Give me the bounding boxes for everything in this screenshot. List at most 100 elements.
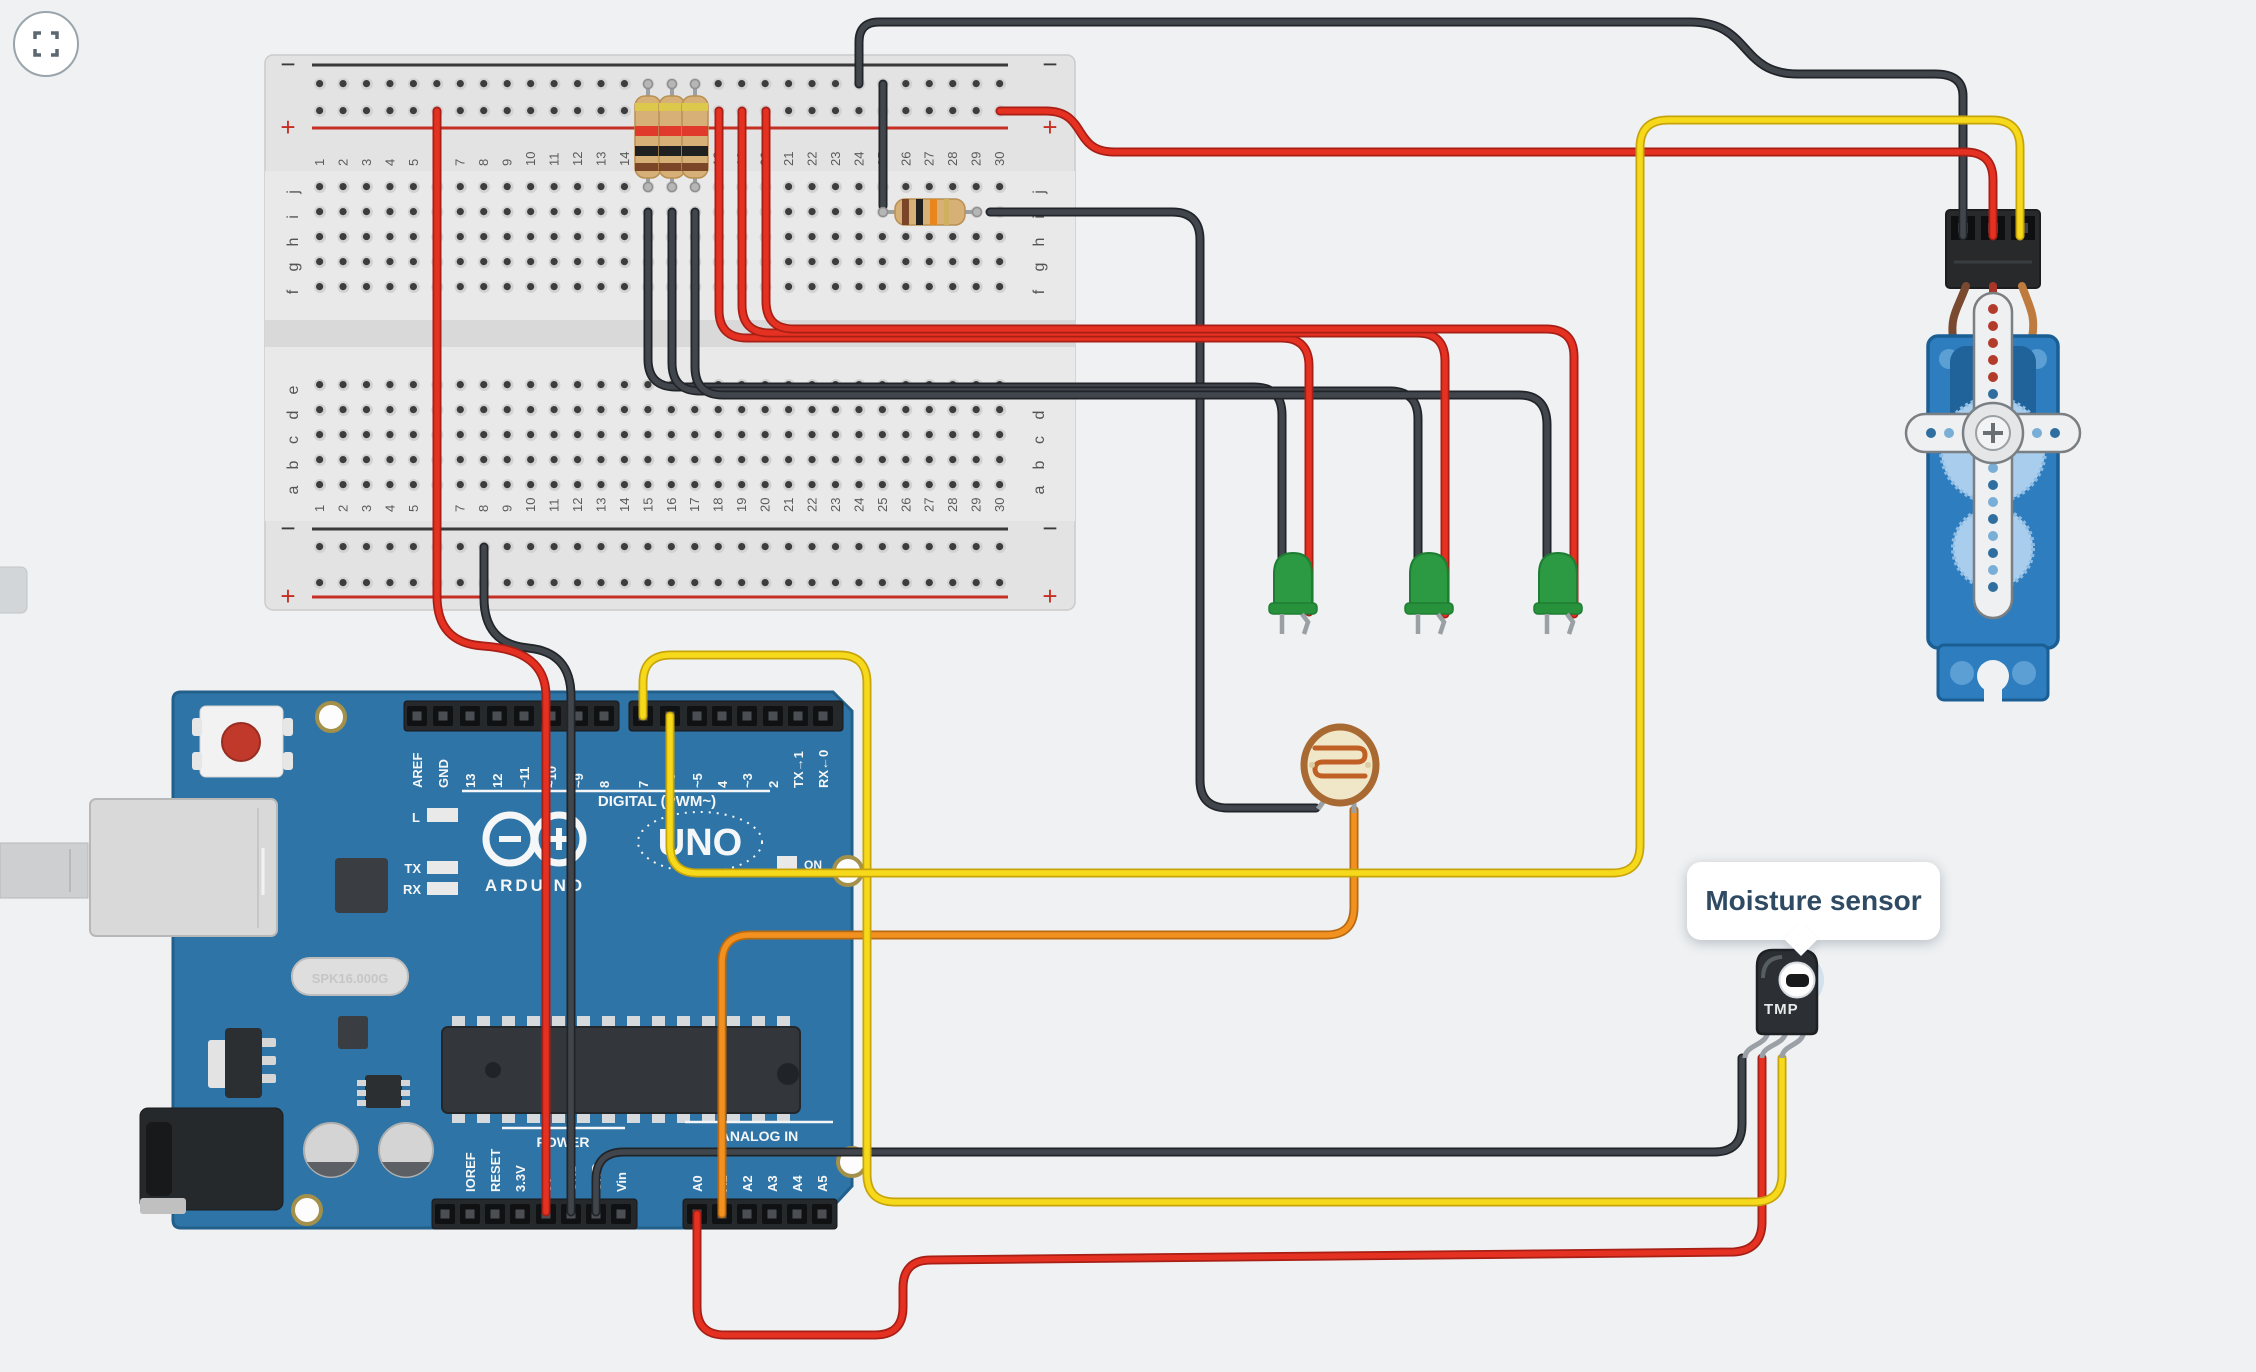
svg-text:TX→1: TX→1 (791, 751, 806, 788)
power-jack (139, 1107, 284, 1211)
svg-text:7: 7 (453, 159, 468, 166)
svg-text:27: 27 (922, 498, 937, 512)
wire-red-led3[interactable] (761, 106, 1579, 619)
svg-text:4: 4 (382, 505, 397, 512)
svg-text:12: 12 (570, 152, 585, 166)
svg-text:1: 1 (312, 159, 327, 166)
led-green[interactable] (1533, 551, 1583, 635)
svg-text:TX: TX (404, 861, 421, 876)
svg-text:21: 21 (781, 498, 796, 512)
svg-text:Vin: Vin (614, 1172, 629, 1192)
svg-text:4: 4 (382, 159, 397, 166)
led-L (427, 808, 458, 822)
wire-black-gnd-to-sensor[interactable] (591, 1053, 1747, 1217)
svg-text:21: 21 (781, 152, 796, 166)
wire-red-a0-to-sensor[interactable] (692, 1053, 1767, 1340)
svg-text:L: L (412, 810, 420, 825)
svg-text:15: 15 (640, 498, 655, 512)
svg-text:4: 4 (715, 780, 730, 788)
svg-text:25: 25 (875, 498, 890, 512)
digital-header-right (628, 700, 844, 732)
wire-black-resistor-to-ldr[interactable] (985, 207, 1321, 813)
svg-text:j: j (285, 190, 302, 195)
reset-button[interactable] (192, 705, 293, 778)
svg-text:9: 9 (500, 159, 515, 166)
micro-servo[interactable] (1904, 282, 2082, 702)
svg-text:j: j (1031, 190, 1048, 195)
svg-text:2: 2 (335, 159, 350, 166)
svg-text:i: i (1031, 215, 1048, 219)
wire-red-rail-to-servo[interactable] (995, 106, 1998, 241)
svg-text:30: 30 (992, 152, 1007, 166)
led-green[interactable] (1268, 551, 1318, 635)
svg-text:AREF: AREF (410, 753, 425, 788)
wire-black-gnd-rail[interactable] (479, 542, 576, 1217)
svg-text:13: 13 (463, 774, 478, 788)
moisture-sensor[interactable]: TMP (1742, 948, 1824, 1059)
svg-text:A5: A5 (815, 1175, 830, 1192)
mounting-hole (315, 701, 347, 733)
svg-text:3.3V: 3.3V (513, 1165, 528, 1192)
svg-text:e: e (285, 385, 302, 394)
svg-text:26: 26 (898, 498, 913, 512)
power-header (431, 1198, 638, 1230)
wire-orange-a1-to-ldr[interactable] (717, 805, 1359, 1219)
resistor[interactable] (658, 78, 686, 193)
led-green[interactable] (1404, 551, 1454, 635)
svg-text:23: 23 (828, 152, 843, 166)
svg-text:−: − (1042, 513, 1057, 543)
svg-text:~5: ~5 (690, 773, 705, 788)
svg-text:RX←0: RX←0 (816, 750, 831, 788)
usb-controller-chip (335, 858, 388, 913)
wire-black-rail-to-servo[interactable] (854, 17, 1968, 241)
photoresistor-ldr[interactable] (1300, 723, 1380, 813)
capacitor (378, 1122, 434, 1178)
svg-text:A4: A4 (790, 1175, 805, 1192)
svg-text:10: 10 (523, 498, 538, 512)
tooltip-moisture-sensor: Moisture sensor (1687, 862, 1940, 956)
svg-text:a: a (1031, 485, 1048, 494)
svg-text:22: 22 (804, 498, 819, 512)
svg-text:c: c (285, 436, 302, 444)
resistor[interactable] (634, 78, 662, 193)
wire-black-led3[interactable] (690, 207, 1552, 571)
svg-text:+: + (1042, 581, 1057, 611)
resistor[interactable] (877, 198, 983, 226)
svg-text:13: 13 (593, 498, 608, 512)
svg-text:12: 12 (490, 774, 505, 788)
fullscreen-button[interactable] (13, 11, 79, 77)
svg-text:7: 7 (453, 505, 468, 512)
svg-text:23: 23 (828, 498, 843, 512)
brand-label: ARDUINO (485, 876, 585, 895)
svg-text:+: + (280, 112, 295, 142)
mounting-hole (291, 1194, 323, 1226)
wire-red-led1[interactable] (714, 106, 1314, 617)
svg-text:h: h (1031, 238, 1048, 247)
svg-text:IOREF: IOREF (463, 1152, 478, 1192)
wires (432, 17, 2025, 1340)
crystal-label: SPK16.000G (312, 971, 389, 986)
svg-text:−: − (280, 49, 295, 79)
svg-text:11: 11 (547, 153, 562, 167)
svg-text:22: 22 (804, 152, 819, 166)
svg-text:~11: ~11 (517, 767, 532, 788)
wire-yellow-pin6-to-servo[interactable] (665, 115, 2025, 878)
svg-text:g: g (285, 263, 302, 272)
usb-cable-stub (0, 842, 89, 899)
svg-text:h: h (285, 238, 302, 247)
svg-text:11: 11 (547, 499, 562, 513)
tooltip-text: Moisture sensor (1705, 885, 1922, 916)
svg-text:8: 8 (476, 159, 491, 166)
analog-caption: ANALOG IN (720, 1128, 799, 1144)
svg-text:16: 16 (664, 498, 679, 512)
svg-text:8: 8 (476, 505, 491, 512)
svg-text:20: 20 (758, 498, 773, 512)
wire-yellow-pin7-to-sensor[interactable] (638, 650, 1787, 1207)
resistor[interactable] (681, 78, 709, 193)
svg-text:3: 3 (359, 159, 374, 166)
wire-red-5v[interactable] (432, 106, 551, 1217)
svg-text:b: b (1031, 460, 1048, 469)
svg-text:18: 18 (711, 498, 726, 512)
